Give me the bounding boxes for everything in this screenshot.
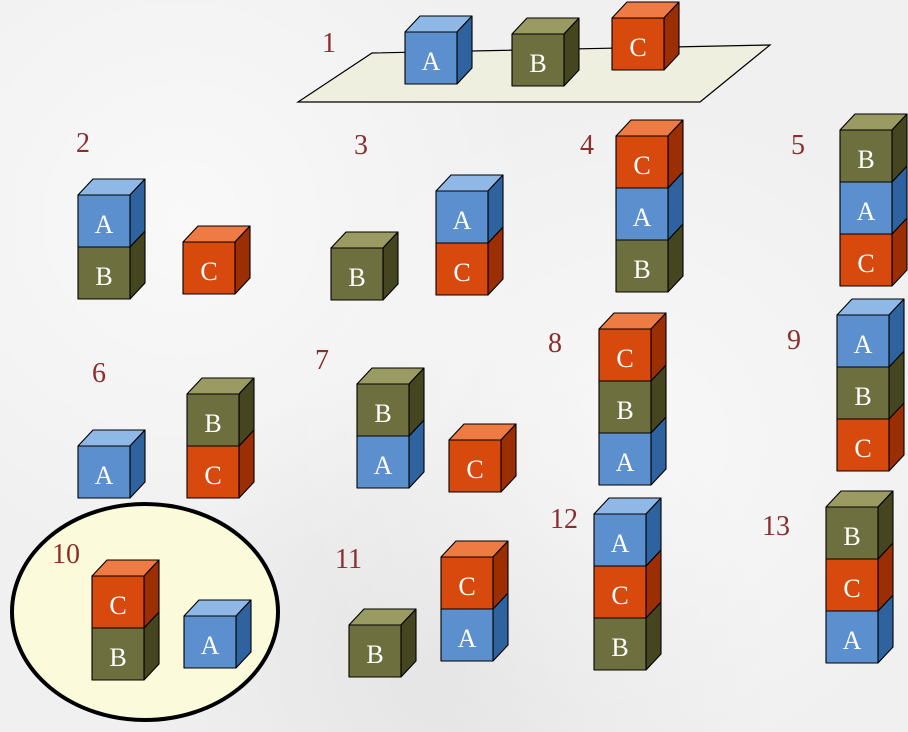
block-front-face xyxy=(330,247,384,301)
block-a xyxy=(435,174,504,244)
block-label-b: B xyxy=(204,409,222,438)
block-label-c: C xyxy=(857,249,875,278)
block-label-c: C xyxy=(633,151,651,180)
block-label-a: A xyxy=(200,631,220,660)
block-front-face xyxy=(598,328,652,382)
state-number-11: 11 xyxy=(335,544,362,575)
block-c xyxy=(615,119,684,189)
block-label-a: A xyxy=(615,448,635,477)
block-label-b: B xyxy=(611,633,629,662)
block-c xyxy=(598,312,667,382)
block-a xyxy=(77,429,146,499)
state-number-8: 8 xyxy=(548,328,562,359)
block-b xyxy=(356,367,425,437)
block-c xyxy=(440,540,509,610)
block-label-a: A xyxy=(853,330,873,359)
block-front-face xyxy=(91,575,145,629)
state-number-3: 3 xyxy=(354,130,368,161)
block-label-a: A xyxy=(94,210,114,239)
block-front-face xyxy=(593,513,647,567)
block-label-c: C xyxy=(109,591,127,620)
block-b xyxy=(348,608,417,678)
block-label-c: C xyxy=(843,574,861,603)
state-number-9: 9 xyxy=(787,325,801,356)
block-label-c: C xyxy=(629,33,647,62)
block-front-face xyxy=(356,383,410,437)
block-front-face xyxy=(77,194,131,248)
state-number-1: 1 xyxy=(322,28,336,59)
block-label-b: B xyxy=(348,263,366,292)
block-label-b: B xyxy=(633,255,651,284)
block-label-b: B xyxy=(843,522,861,551)
block-front-face xyxy=(839,129,893,183)
block-label-c: C xyxy=(466,455,484,484)
block-label-a: A xyxy=(457,624,477,653)
block-label-b: B xyxy=(95,262,113,291)
block-label-a: A xyxy=(632,203,652,232)
block-label-b: B xyxy=(374,399,392,428)
state-number-13: 13 xyxy=(762,511,790,542)
block-c xyxy=(91,559,160,629)
block-front-face xyxy=(348,624,402,678)
block-c xyxy=(611,1,680,71)
block-label-c: C xyxy=(854,434,872,463)
block-front-face xyxy=(435,190,489,244)
block-b xyxy=(839,113,908,183)
block-a xyxy=(404,15,473,85)
block-a xyxy=(183,599,252,669)
block-label-a: A xyxy=(373,451,393,480)
block-front-face xyxy=(836,314,890,368)
block-front-face xyxy=(77,445,131,499)
block-c xyxy=(182,225,251,295)
block-a xyxy=(593,497,662,567)
block-label-a: A xyxy=(856,197,876,226)
block-a xyxy=(77,178,146,248)
state-number-7: 7 xyxy=(315,345,329,376)
block-label-c: C xyxy=(204,461,222,490)
block-label-b: B xyxy=(366,640,384,669)
state-number-12: 12 xyxy=(550,504,578,535)
block-b xyxy=(186,377,255,447)
block-front-face xyxy=(440,556,494,610)
block-label-b: B xyxy=(857,145,875,174)
block-label-c: C xyxy=(616,344,634,373)
state-number-5: 5 xyxy=(791,130,805,161)
block-b xyxy=(511,17,580,87)
block-front-face xyxy=(404,31,458,85)
block-label-b: B xyxy=(529,49,547,78)
block-label-b: B xyxy=(109,643,127,672)
block-label-b: B xyxy=(854,382,872,411)
block-label-a: A xyxy=(452,206,472,235)
block-front-face xyxy=(511,33,565,87)
block-front-face xyxy=(186,393,240,447)
block-b xyxy=(825,490,894,560)
block-c xyxy=(448,423,517,493)
block-label-c: C xyxy=(453,258,471,287)
block-label-b: B xyxy=(616,396,634,425)
block-front-face xyxy=(611,17,665,71)
state-number-2: 2 xyxy=(76,128,90,159)
block-label-c: C xyxy=(611,581,629,610)
state-number-10: 10 xyxy=(52,539,80,570)
state-number-6: 6 xyxy=(92,358,106,389)
block-label-a: A xyxy=(610,529,630,558)
block-label-a: A xyxy=(94,461,114,490)
block-front-face xyxy=(448,439,502,493)
block-label-c: C xyxy=(200,257,218,286)
block-label-c: C xyxy=(458,572,476,601)
state-number-4: 4 xyxy=(580,130,594,161)
block-front-face xyxy=(825,506,879,560)
block-front-face xyxy=(182,241,236,295)
block-b xyxy=(330,231,399,301)
block-a xyxy=(836,298,905,368)
block-label-a: A xyxy=(842,626,862,655)
block-front-face xyxy=(183,615,237,669)
block-front-face xyxy=(615,135,669,189)
block-label-a: A xyxy=(421,47,441,76)
